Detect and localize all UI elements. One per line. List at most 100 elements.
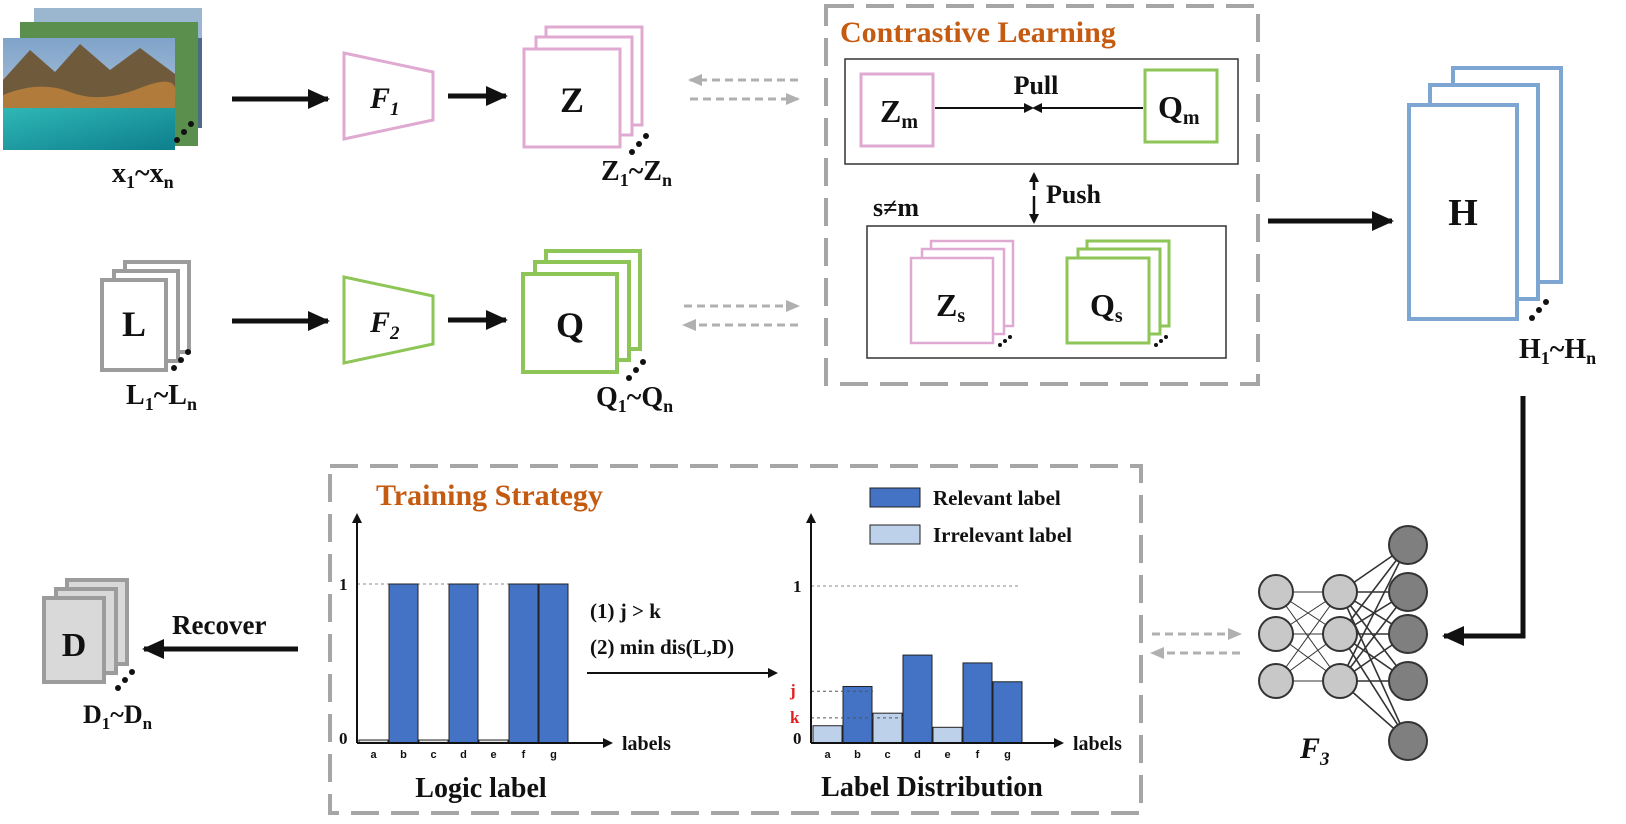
z-card-front: [522, 47, 622, 149]
legend-irrelevant-swatch: [869, 524, 921, 545]
input-image-stack: [3, 8, 202, 150]
x-tick-label: g: [550, 749, 557, 761]
legend-irrelevant-label: Irrelevant label: [933, 523, 1072, 547]
training-strategy-title: Training Strategy: [376, 479, 603, 512]
q-stack: Q: [521, 249, 646, 381]
bar-g: [992, 681, 1023, 744]
nn-hidden-node: [1322, 663, 1358, 699]
ellipsis-dot: [122, 677, 128, 683]
ellipsis-dot: [1154, 343, 1158, 347]
threshold-label-j: j: [789, 681, 796, 700]
qs-card-front: [1065, 256, 1151, 345]
lake-photo-autumn-trees: [3, 81, 176, 112]
y-tick-label: 1: [339, 575, 348, 594]
zs-label: Zs: [936, 287, 965, 327]
x-tick-label: b: [400, 749, 407, 761]
ellipsis-dot: [629, 149, 635, 155]
qs-stack: Qs: [1065, 239, 1171, 347]
recover-label: Recover: [172, 610, 266, 640]
nn-connection: [1339, 544, 1409, 682]
ellipsis-dot: [181, 129, 187, 135]
neural-network-f3: [1258, 525, 1428, 761]
nn-input-node: [1258, 574, 1294, 610]
h-card-label: H: [1448, 192, 1478, 234]
zm-label: Zm: [880, 93, 918, 133]
ellipsis-dot: [1003, 339, 1007, 343]
qm-label: Qm: [1158, 89, 1200, 129]
y-tick-label: 1: [793, 577, 802, 596]
x-tick-label: c: [430, 749, 436, 761]
x-tick-label: f: [522, 749, 526, 761]
nn-input-node: [1258, 663, 1294, 699]
ellipsis-dot: [115, 685, 121, 691]
ellipsis-dot: [1159, 339, 1163, 343]
condition-1: (1) j > k: [590, 599, 661, 623]
s-not-equal-m-label: s≠m: [873, 193, 919, 222]
bar-f: [962, 662, 993, 744]
l-card-label: L: [122, 304, 146, 344]
chart-title: Label Distribution: [821, 772, 1043, 803]
q-card-label: Q: [556, 305, 584, 345]
ellipsis-dot: [1008, 335, 1012, 339]
nn-output-node: [1388, 661, 1428, 701]
z-stack: Z: [522, 25, 649, 155]
zm-box: [859, 72, 935, 148]
zs-stack: Zs: [909, 239, 1015, 347]
x-tick-label: f: [976, 749, 980, 761]
ellipsis-dot: [636, 141, 642, 147]
ellipsis-dot: [171, 365, 177, 371]
nn-hidden-node: [1322, 616, 1358, 652]
x-tick-label: c: [884, 749, 890, 761]
bar-g: [538, 583, 569, 744]
ellipsis-dot: [626, 375, 632, 381]
x-tick-label: e: [944, 749, 950, 761]
nn-input-node: [1258, 616, 1294, 652]
nn-connection: [1339, 591, 1409, 742]
nn-connection: [1339, 633, 1409, 742]
bar-e: [932, 726, 963, 744]
ellipsis-dot: [188, 121, 194, 127]
qm-box: [1143, 68, 1219, 144]
q-range-label: Q1~Qn: [596, 382, 673, 416]
x-axis-label: labels: [1073, 733, 1122, 755]
legend-relevant-label: Relevant label: [933, 486, 1061, 510]
l-card-front: [100, 278, 168, 372]
x-tick-label: b: [854, 749, 861, 761]
ellipsis-dot: [1529, 315, 1535, 321]
contrastive-learning-panel: [824, 4, 1260, 386]
legend-relevant-swatch: [869, 487, 921, 508]
nn-output-node: [1388, 525, 1428, 565]
bar-b: [842, 685, 873, 744]
d-card-front: [42, 596, 106, 684]
input-range-label: x1~xn: [112, 158, 174, 192]
l-range-label: L1~Ln: [126, 380, 197, 414]
arrow-h-to-f3: [1442, 396, 1526, 646]
nn-output-node: [1388, 572, 1428, 612]
d-stack: D: [42, 578, 135, 691]
encoder-f1: [342, 51, 435, 141]
ellipsis-dot: [178, 357, 184, 363]
ellipsis-dot: [640, 359, 646, 365]
encoder-f3-label: F3: [1299, 732, 1330, 770]
h-card-front: [1407, 103, 1519, 321]
nn-connection: [1275, 591, 1341, 682]
z-range-label: Z1~Zn: [601, 156, 672, 190]
x-tick-label: d: [914, 749, 921, 761]
x-tick-label: a: [824, 749, 831, 761]
ellipsis-dot: [1536, 307, 1542, 313]
condition-2: (2) min dis(L,D): [590, 635, 734, 659]
encoder-f2-label: F2: [369, 306, 400, 344]
ellipsis-dot: [129, 669, 135, 675]
encoder-f2: [342, 275, 435, 365]
bar-d: [448, 583, 479, 744]
x-tick-label: g: [1004, 749, 1011, 761]
zs-card-front: [909, 256, 995, 345]
encoder-f1-label: F1: [369, 82, 400, 120]
ellipsis-dot: [643, 133, 649, 139]
q-card-front: [521, 272, 619, 374]
ellipsis-dot: [185, 349, 191, 355]
x-tick-label: d: [460, 749, 467, 761]
